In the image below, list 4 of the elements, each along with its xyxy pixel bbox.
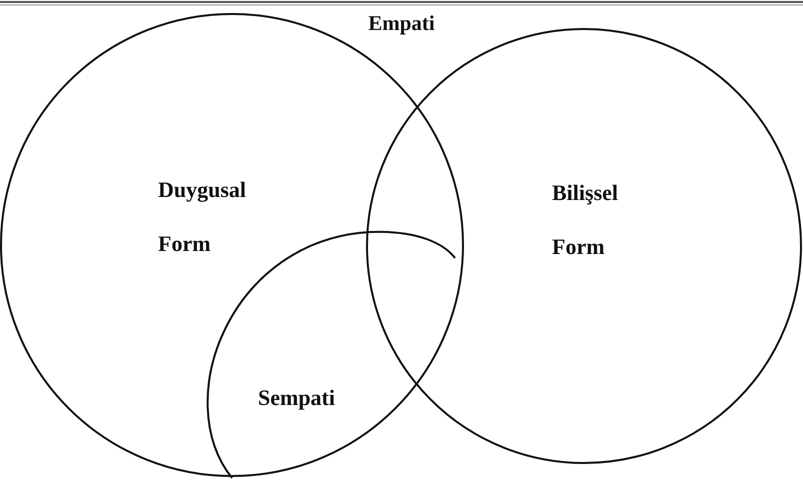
set-label: Bilişsel Form <box>552 179 620 261</box>
set-label: Duygusal Form <box>158 176 248 258</box>
diagram-title: Empati <box>367 10 436 36</box>
set-label: Sempati <box>258 384 336 412</box>
